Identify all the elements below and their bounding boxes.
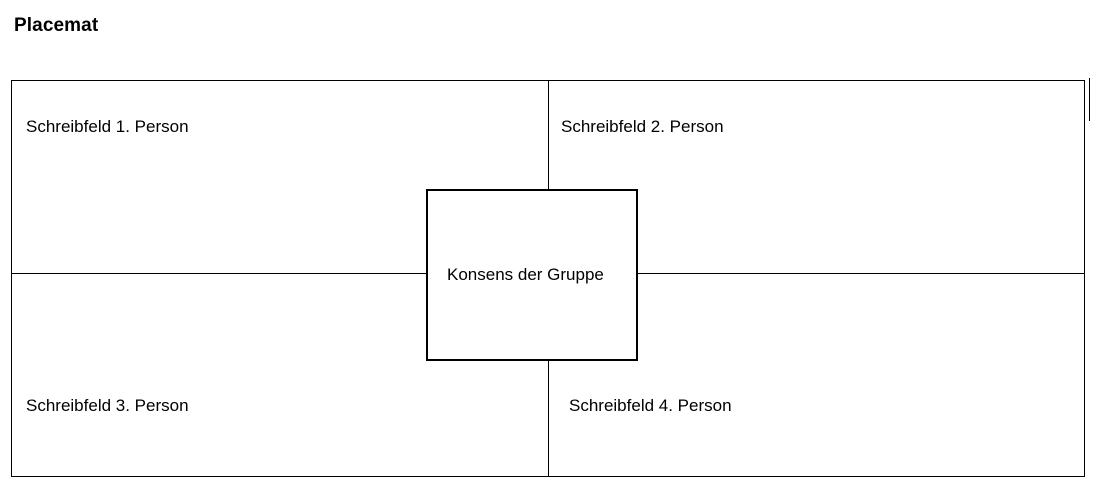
writing-field-person-2[interactable]: Schreibfeld 2. Person xyxy=(549,81,1086,273)
writing-field-person-1[interactable]: Schreibfeld 1. Person xyxy=(12,81,548,273)
edge-caret-line xyxy=(1089,78,1090,121)
placemat-frame: Schreibfeld 1. Person Schreibfeld 2. Per… xyxy=(11,80,1085,477)
page-title: Placemat xyxy=(14,15,99,36)
writing-field-person-2-label: Schreibfeld 2. Person xyxy=(561,117,724,136)
writing-field-person-3[interactable]: Schreibfeld 3. Person xyxy=(12,274,548,477)
consensus-box[interactable]: Konsens der Gruppe xyxy=(426,189,638,361)
consensus-box-label: Konsens der Gruppe xyxy=(447,265,604,284)
writing-field-person-3-label: Schreibfeld 3. Person xyxy=(26,396,189,415)
writing-field-person-1-label: Schreibfeld 1. Person xyxy=(26,117,189,136)
writing-field-person-4[interactable]: Schreibfeld 4. Person xyxy=(549,274,1086,477)
writing-field-person-4-label: Schreibfeld 4. Person xyxy=(569,396,732,415)
